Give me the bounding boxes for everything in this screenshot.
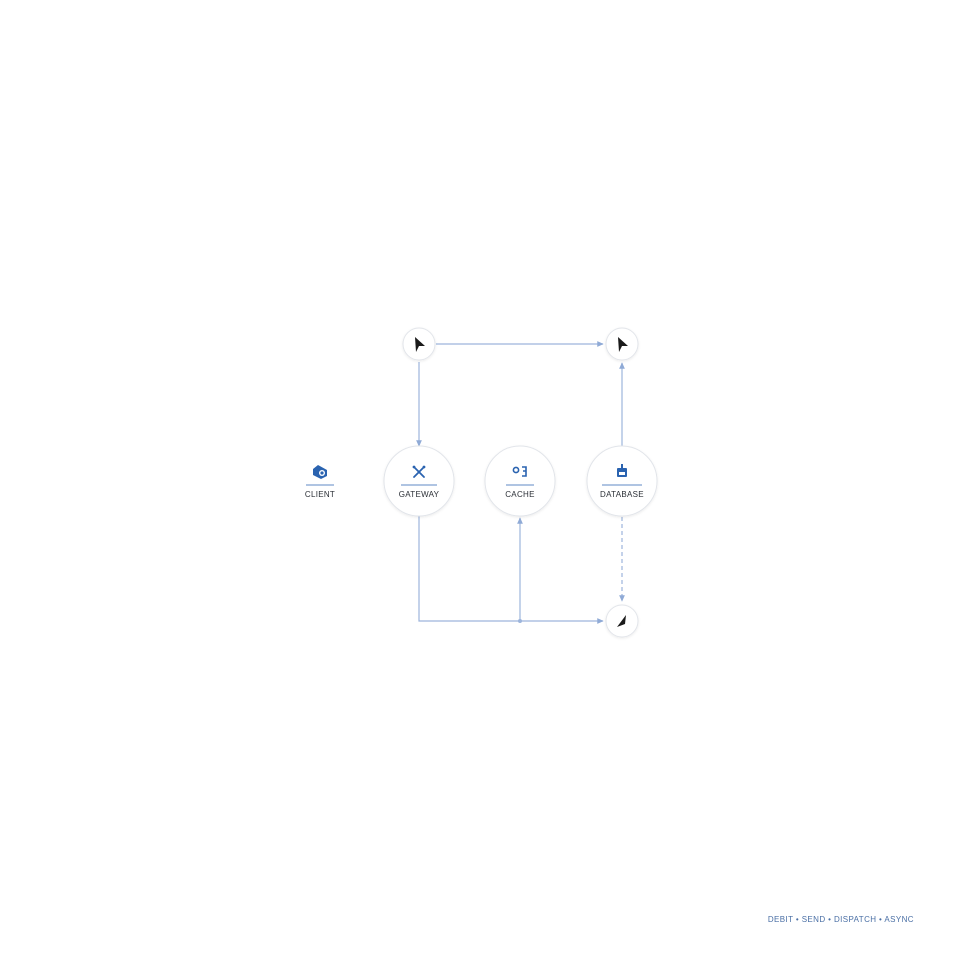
- node-gateway[interactable]: GATEWAY: [383, 445, 455, 517]
- database-circle: [586, 445, 658, 517]
- junction-dot: [518, 619, 522, 623]
- database-icon: [617, 464, 627, 477]
- marker-top-left[interactable]: [402, 327, 436, 361]
- marker-bottom-right[interactable]: [605, 604, 639, 638]
- node-client[interactable]: CLIENT: [305, 465, 335, 499]
- arrow-cursor-icon: [618, 337, 628, 352]
- cache-label: CACHE: [505, 490, 535, 499]
- connectors: [416, 341, 625, 624]
- connector-gateway-to-bottomright: [418, 516, 604, 624]
- database-label: DATABASE: [600, 490, 644, 499]
- marker-top-right[interactable]: [605, 327, 639, 361]
- client-icon: [313, 465, 327, 479]
- arrow-cursor-icon: [415, 337, 425, 352]
- arrow-cursor-icon: [617, 615, 626, 627]
- node-cache[interactable]: CACHE: [484, 445, 556, 517]
- cache-icon: [512, 466, 527, 477]
- cache-circle: [484, 445, 556, 517]
- tools-icon: [412, 465, 426, 478]
- footer-legend: DEBIT • SEND • DISPATCH • ASYNC: [767, 915, 914, 924]
- gateway-circle: [383, 445, 455, 517]
- client-label: CLIENT: [305, 490, 335, 499]
- node-database[interactable]: DATABASE: [586, 445, 658, 517]
- gateway-label: GATEWAY: [399, 490, 440, 499]
